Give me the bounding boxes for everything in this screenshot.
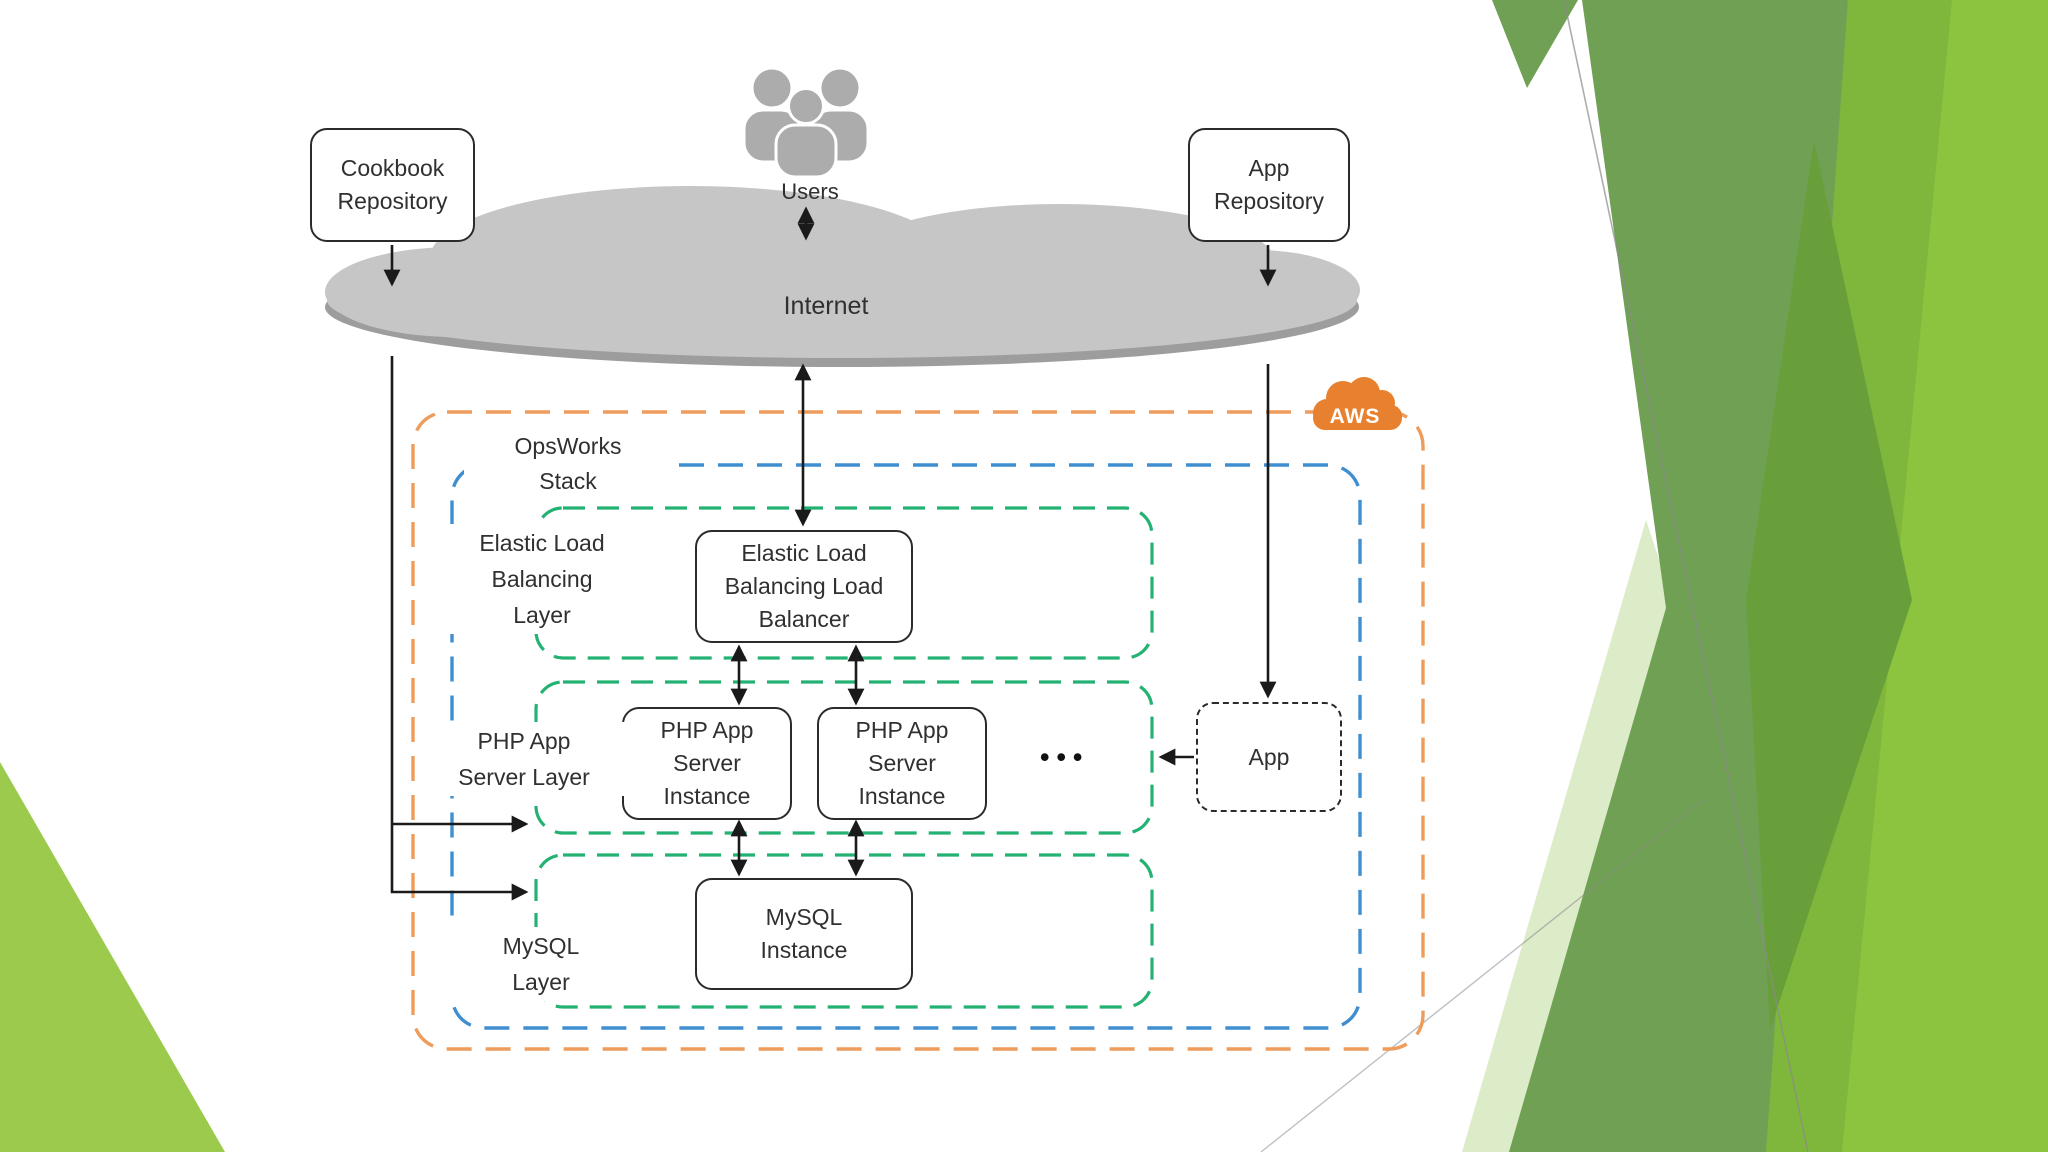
app-repository-label: App — [1248, 155, 1290, 181]
elb-load-balancer-node: Elastic Load Balancing Load Balancer — [695, 530, 913, 643]
elb-layer-label-line: Elastic Load — [479, 530, 605, 556]
more-instances-ellipsis: ••• — [1040, 742, 1090, 772]
thin-diagonal-line-bottom — [1260, 799, 1704, 1152]
php-instance-2-label: Server — [868, 750, 936, 776]
facet-shape-brightest-green — [1842, 0, 2048, 1152]
users-label: Users — [781, 179, 839, 204]
aws-cloud-icon — [1313, 377, 1402, 430]
mysql-layer-label-line: Layer — [512, 969, 570, 995]
elb-load-balancer-label: Elastic Load — [741, 540, 867, 566]
mysql-layer-label-line: MySQL — [502, 933, 580, 959]
php-app-server-instance-2-node: PHP App Server Instance — [817, 707, 987, 820]
php-layer-label: PHP App Server Layer — [420, 722, 628, 796]
users-icon-head-left — [750, 66, 794, 110]
thin-diagonal-line-right — [1563, 0, 1809, 1152]
app-repository-label: Repository — [1214, 188, 1324, 214]
app-repository-node: App Repository — [1188, 128, 1350, 242]
connectors — [383, 206, 1277, 901]
internet-cloud-body — [327, 242, 1357, 358]
php-instance-1-label: Instance — [663, 783, 751, 809]
facet-shape-pale-green — [1462, 520, 1706, 1152]
mysql-instance-node: MySQL Instance — [695, 878, 913, 990]
elb-layer-label: Elastic Load Balancing Layer — [438, 524, 646, 634]
users-icon-body-front — [774, 123, 838, 179]
facet-shape-overlap-green — [1746, 140, 1912, 1030]
elb-layer-label-line: Balancing — [491, 566, 593, 592]
opsworks-stack-label-line: Stack — [539, 468, 597, 494]
php-layer-label-line: Server Layer — [458, 764, 590, 790]
facet-shape-bottom-left-wedge — [0, 762, 225, 1152]
cookbook-repository-label: Repository — [337, 188, 448, 214]
php-instance-1-label: Server — [673, 750, 741, 776]
elb-layer-label-line: Layer — [513, 602, 571, 628]
internet-label: Internet — [783, 292, 869, 320]
php-instance-2-label: PHP App — [855, 717, 949, 743]
app-node: App — [1196, 702, 1342, 812]
aws-cloud-icon-base — [1313, 406, 1402, 430]
opsworks-stack-label: OpsWorks Stack — [464, 428, 672, 500]
cookbook-repository-node: Cookbook Repository — [310, 128, 475, 242]
users-icon-head-front — [787, 87, 825, 125]
users-icon — [742, 66, 870, 179]
php-app-server-instance-1-node: PHP App Server Instance — [622, 707, 792, 820]
aws-boundary-box — [411, 410, 1425, 1051]
line-cookbook-to-mysql-layer — [390, 356, 529, 901]
mysql-instance-label: MySQL — [765, 904, 843, 930]
php-instance-2-label: Instance — [858, 783, 946, 809]
mysql-layer-label: MySQL Layer — [437, 927, 645, 1001]
app-node-label: App — [1248, 743, 1290, 770]
elb-load-balancer-label: Balancing Load — [724, 573, 884, 599]
elb-load-balancer-label: Balancer — [758, 606, 850, 632]
facet-shape-sage-corner — [1492, 0, 1578, 88]
internet-cloud — [325, 186, 1360, 367]
opsworks-stack-label-line: OpsWorks — [514, 433, 622, 459]
php-layer-label-line: PHP App — [477, 728, 571, 754]
aws-logo-label: AWS — [1329, 405, 1381, 428]
users-icon-head-right — [818, 66, 862, 110]
cookbook-repository-label: Cookbook — [340, 155, 445, 181]
php-instance-1-label: PHP App — [660, 717, 754, 743]
mysql-instance-label: Instance — [760, 937, 848, 963]
